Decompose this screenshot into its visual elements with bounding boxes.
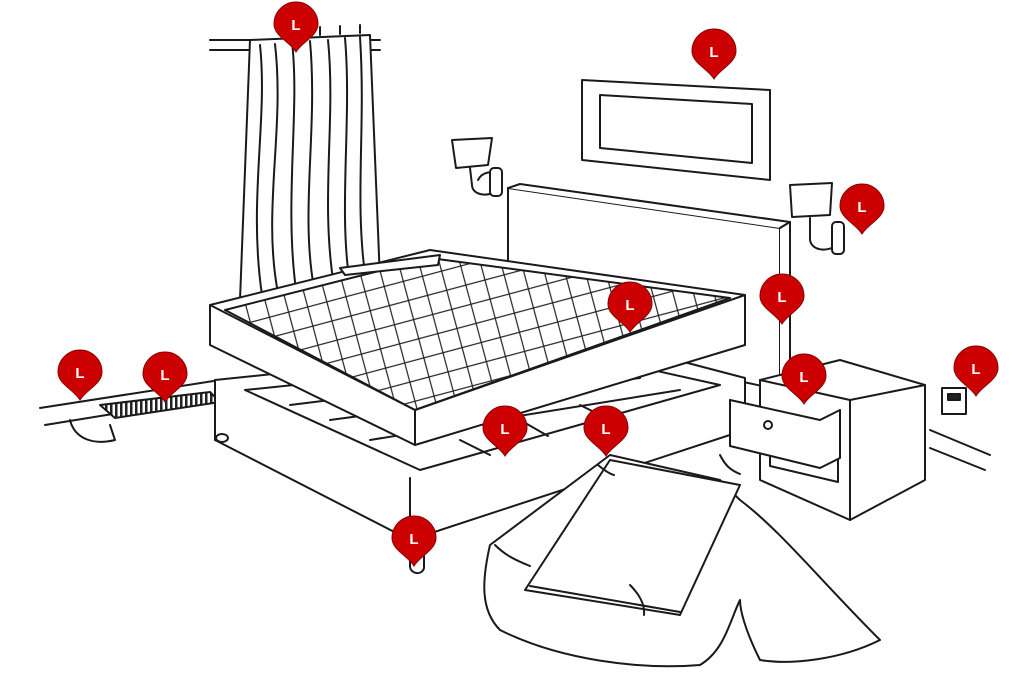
map-pin-icon	[953, 345, 999, 397]
marker-letter: L	[500, 421, 509, 438]
marker-box-spring-slat-right: L	[583, 405, 629, 457]
marker-letter: L	[601, 421, 610, 438]
wall-lamp-left	[451, 137, 503, 197]
map-pin-icon	[391, 515, 437, 567]
map-pin-icon	[839, 183, 885, 235]
bedspread	[483, 454, 881, 668]
marker-letter: L	[291, 17, 300, 34]
marker-wall-outlet-lamp: L	[839, 183, 885, 235]
marker-letter: L	[409, 531, 418, 548]
wall-picture	[581, 79, 771, 181]
map-pin-icon	[759, 273, 805, 325]
marker-wall-picture: L	[691, 28, 737, 80]
marker-letter: L	[777, 289, 786, 306]
map-pin-icon	[691, 28, 737, 80]
marker-wall-outlet-right: L	[953, 345, 999, 397]
marker-letter: L	[625, 297, 634, 314]
marker-letter: L	[971, 361, 980, 378]
map-pin-icon	[142, 351, 188, 403]
marker-bed-frame-leg: L	[391, 515, 437, 567]
marker-baseboard-left: L	[57, 349, 103, 401]
marker-mattress-surface: L	[607, 281, 653, 333]
marker-letter: L	[709, 44, 718, 61]
marker-curtain: L	[273, 1, 319, 53]
map-pin-icon	[273, 1, 319, 53]
map-pin-icon	[482, 405, 528, 457]
marker-nightstand-drawer: L	[781, 353, 827, 405]
nightstand	[729, 359, 926, 521]
map-pin-icon	[781, 353, 827, 405]
marker-box-spring-slat-left: L	[482, 405, 528, 457]
map-pin-icon	[583, 405, 629, 457]
marker-letter: L	[799, 369, 808, 386]
marker-letter: L	[857, 199, 866, 216]
marker-headboard: L	[759, 273, 805, 325]
map-pin-icon	[57, 349, 103, 401]
marker-letter: L	[75, 365, 84, 382]
marker-letter: L	[160, 367, 169, 384]
curtain	[239, 24, 381, 301]
marker-floor-vent: L	[142, 351, 188, 403]
map-pin-icon	[607, 281, 653, 333]
marker-layer: L L L L L L L L L L L L	[57, 1, 999, 567]
wall-lamp-right	[789, 182, 845, 255]
wall-outlet-right	[941, 387, 967, 415]
